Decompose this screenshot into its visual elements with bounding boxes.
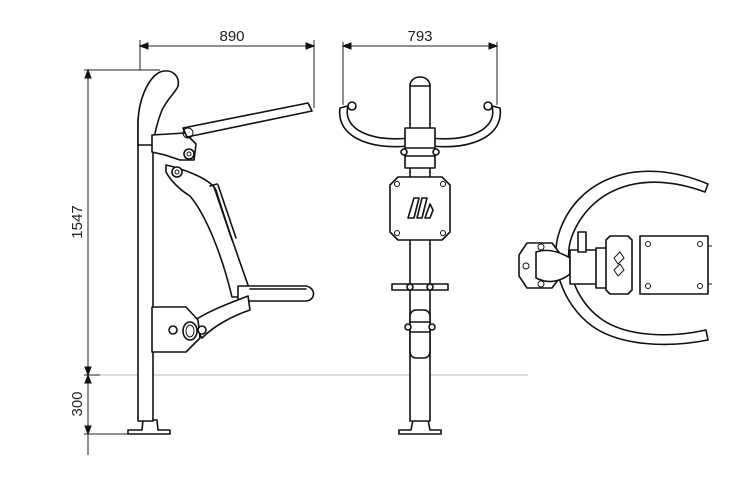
top-control-box xyxy=(639,235,709,295)
brand-logo-icon xyxy=(407,197,434,219)
side-grip-upper xyxy=(213,186,233,241)
dimension-front-width: 793 xyxy=(341,28,499,105)
front-foot-crossbar xyxy=(391,283,449,291)
height-label: 1547 xyxy=(69,205,86,238)
side-lower-connector xyxy=(191,295,251,339)
top-handlebar xyxy=(554,170,709,346)
front-width-label: 793 xyxy=(407,28,432,45)
side-lever-arm xyxy=(182,102,313,138)
side-base-plate xyxy=(127,419,171,435)
front-lower-clamp xyxy=(409,309,431,359)
side-swing-arm xyxy=(165,164,251,298)
embed-label: 300 xyxy=(69,391,86,416)
top-arm-connector xyxy=(535,249,571,283)
side-view xyxy=(127,70,315,435)
dimension-embed: 300 xyxy=(69,373,128,455)
side-width-label: 890 xyxy=(219,28,244,45)
top-view xyxy=(518,170,712,346)
dimension-height: 1547 xyxy=(69,68,160,377)
top-brand-logo-icon xyxy=(613,251,625,277)
side-post xyxy=(137,117,154,422)
front-handlebar xyxy=(338,105,411,148)
front-view xyxy=(338,76,502,435)
front-base-plate xyxy=(398,419,442,435)
dimension-side-width: 890 xyxy=(138,28,316,108)
side-top-hook xyxy=(137,70,180,146)
